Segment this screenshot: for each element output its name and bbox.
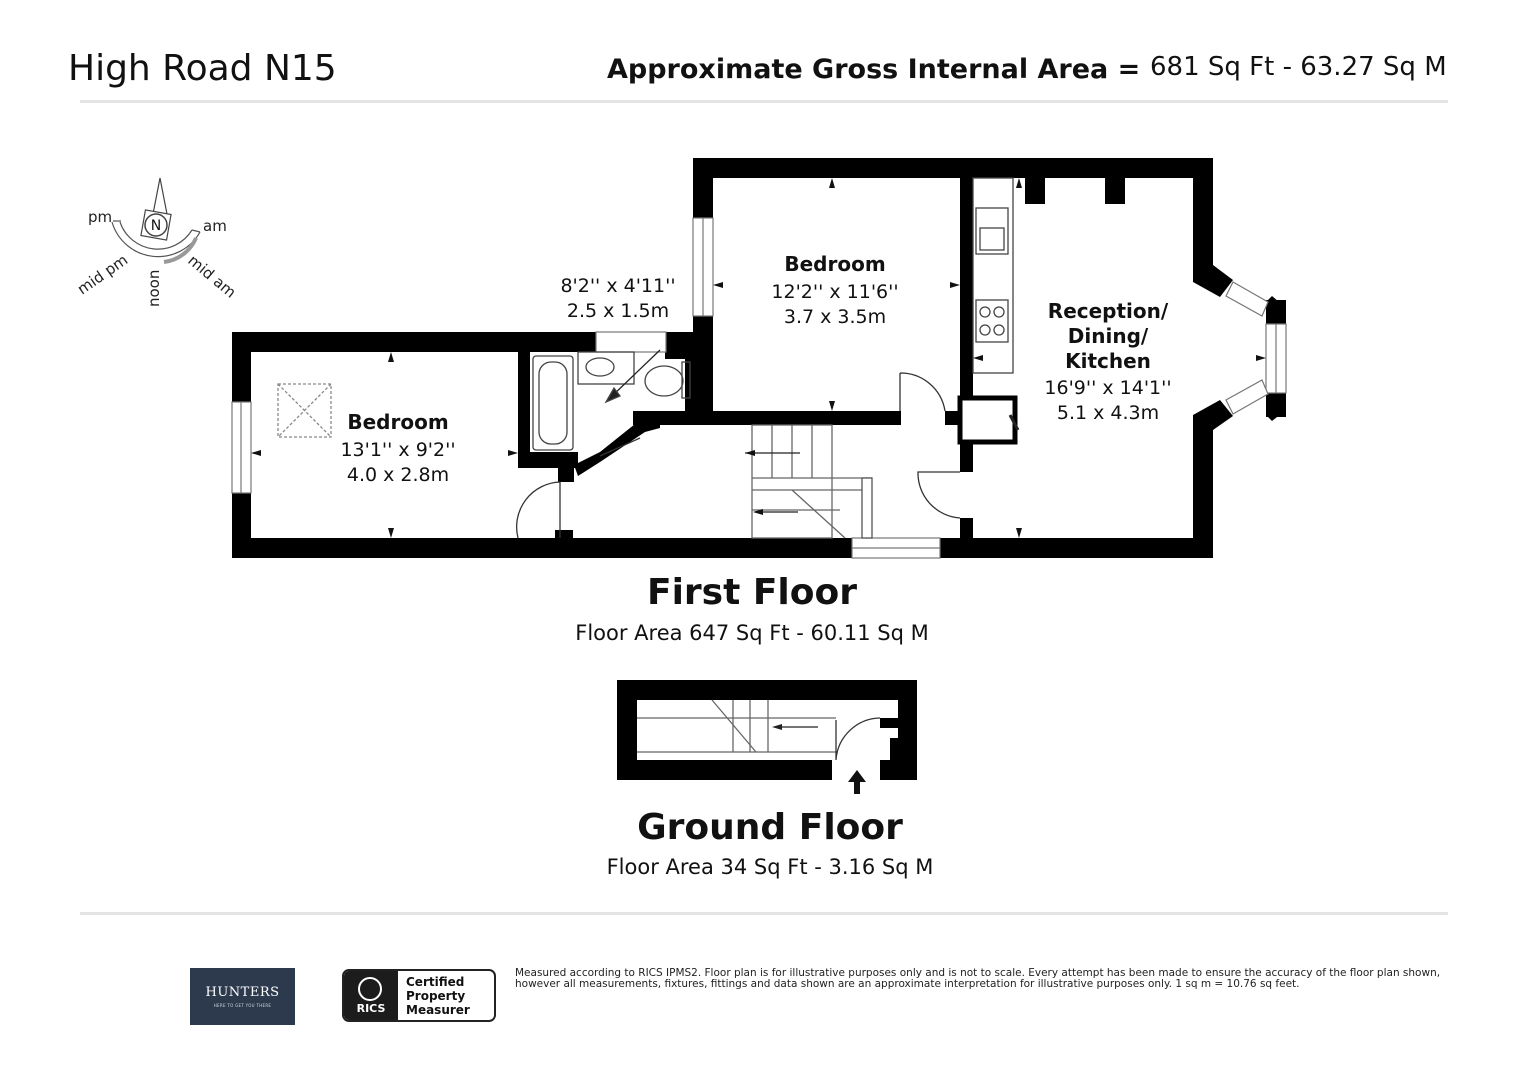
first-floor-stairs [745,424,873,539]
room-label-bedroom-2: Bedroom 12'2'' x 11'6'' 3.7 x 3.5m [771,252,898,328]
room-label-bathroom: 8'2'' x 4'11'' 2.5 x 1.5m [560,275,675,322]
first-floor-windows [231,217,1287,559]
svg-text:12'2'' x 11'6'': 12'2'' x 11'6'' [771,281,898,303]
compass-midam-label: mid am [184,251,239,301]
agent-logo-brand: HUNTERS [205,985,280,1000]
rics-certified-badge: RICS Certified Property Measurer [342,969,496,1022]
entrance-arrow-icon [848,770,866,794]
toilet-icon [681,361,691,399]
ground-floor-area: Floor Area 34 Sq Ft - 3.16 Sq M [607,855,934,879]
bathtub-icon [532,355,574,451]
svg-text:Bedroom: Bedroom [347,410,448,434]
compass-midpm-label: mid pm [74,251,131,299]
room-label-reception: Reception/ Dining/ Kitchen 16'9'' x 14'1… [1044,299,1171,424]
front-door [835,717,881,761]
basin-icon [577,351,635,385]
ground-floor-walls [617,680,917,780]
dimension-markers [251,178,1266,538]
svg-text:3.7 x 3.5m: 3.7 x 3.5m [784,306,886,328]
compass-rose: N pm am mid pm noon mid am [74,177,240,307]
agent-logo-tagline: HERE TO GET YOU THERE [213,1003,272,1008]
rics-badge-text: Certified Property Measurer [406,975,470,1017]
svg-text:Reception/: Reception/ [1048,299,1169,323]
svg-text:13'1'' x 9'2'': 13'1'' x 9'2'' [340,439,455,461]
room-label-bedroom-1: Bedroom 13'1'' x 9'2'' 4.0 x 2.8m [340,410,455,486]
door-bedroom-1 [515,481,561,539]
svg-text:4.0 x 2.8m: 4.0 x 2.8m [347,464,449,486]
floor-plan-diagram: N pm am mid pm noon mid am [74,158,1287,879]
first-floor-area: Floor Area 647 Sq Ft - 60.11 Sq M [575,621,929,645]
first-floor-walls [232,158,1286,558]
footer-divider [80,912,1448,915]
disclaimer-text: Measured according to RICS IPMS2. Floor … [515,967,1441,990]
svg-text:2.5 x 1.5m: 2.5 x 1.5m [567,300,669,322]
ground-floor-title: Ground Floor [637,807,903,848]
fixtures [277,177,1020,539]
svg-text:Kitchen: Kitchen [1065,349,1151,373]
gross-area-value: 681 Sq Ft - 63.27 Sq M [1150,52,1447,82]
svg-text:16'9'' x 14'1'': 16'9'' x 14'1'' [1044,377,1171,399]
compass-noon-label: noon [145,270,163,307]
compass-north-icon [144,213,168,237]
skylight-icon [277,383,332,438]
svg-text:Dining/: Dining/ [1068,324,1149,348]
page-title: High Road N15 [68,48,337,89]
door-reception [917,471,961,519]
rics-lion-icon [358,977,382,1001]
ground-floor-stairs [637,699,881,761]
svg-text:5.1 x 4.3m: 5.1 x 4.3m [1057,402,1159,424]
door-bedroom-2 [899,372,946,412]
compass-pm-label: pm [88,208,112,226]
agent-logo: HUNTERS HERE TO GET YOU THERE [190,968,295,1025]
kitchen-worktop [972,177,1014,374]
svg-text:Bedroom: Bedroom [784,252,885,276]
first-floor-title: First Floor [647,572,857,613]
gross-area-label: Approximate Gross Internal Area = [607,54,1141,85]
svg-text:8'2'' x 4'11'': 8'2'' x 4'11'' [560,275,675,297]
compass-north-label: N [151,218,161,234]
sink-icon [975,207,1009,255]
compass-am-label: am [203,217,227,235]
rics-mark: RICS [344,971,398,1020]
header-divider [80,100,1448,103]
hob-icon [975,299,1009,343]
